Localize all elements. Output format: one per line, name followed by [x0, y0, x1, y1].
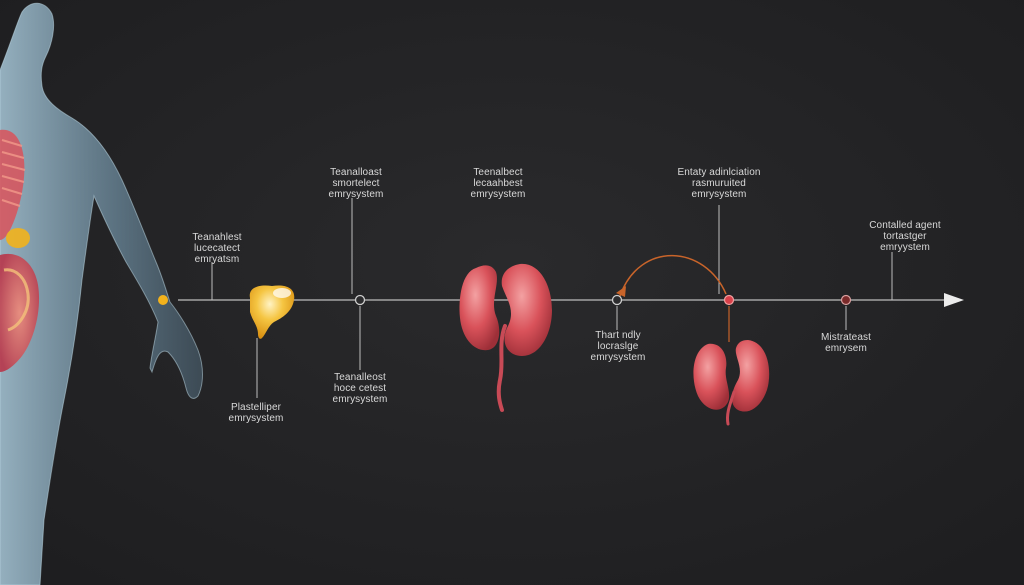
label-line: emrysystem [228, 413, 284, 424]
torso-organs [0, 129, 40, 372]
transition-arc [619, 254, 727, 297]
label-line: emrysystem [332, 394, 388, 405]
label-line: rasmuruited [692, 178, 746, 189]
kidney-pair-icon [693, 340, 770, 426]
marker-dot [611, 294, 623, 306]
label-line: Mistrateast [820, 332, 871, 343]
label-line: emrysystem [328, 189, 384, 200]
human-body-figure [0, 2, 203, 585]
label-line: smortelect [332, 178, 380, 189]
label-line: Teanahlest [192, 232, 242, 243]
label-line: tortastger [883, 231, 927, 242]
label-line: emryatsm [194, 254, 240, 265]
kidney-icon [459, 263, 552, 412]
label-line: hoce cetest [333, 383, 387, 394]
label-line: emrysystem [590, 352, 646, 363]
label-stage-4: Entaty adinlciation rasmuruited emrysyst… [664, 167, 774, 200]
label-line: locraslge [597, 341, 639, 352]
arrow-head-icon [944, 293, 964, 307]
marker-dot [354, 294, 366, 306]
marker-dot [158, 295, 168, 305]
label-line: emrysem [825, 343, 867, 354]
label-bottom-2: Teanalleost hoce cetest emrysystem [322, 372, 398, 405]
label-line: lecaahbest [473, 178, 523, 189]
label-stage-1: Teanahlest lucecatect emryatsm [182, 232, 252, 265]
label-line: Thart ndly [595, 330, 641, 341]
label-stage-2: Teanalloast smortelect emrysystem [318, 167, 394, 200]
label-stage-5: Contalled agent tortastger emryystem [852, 220, 958, 253]
label-bottom-3: Thart ndly locraslge emrysystem [580, 330, 656, 363]
marker-dot [840, 294, 852, 306]
label-line: Contalled agent [869, 220, 941, 231]
label-stage-3: Teenalbect lecaahbest emrysystem [460, 167, 536, 200]
label-line: Teenalbect [473, 167, 523, 178]
marker-dot [723, 294, 735, 306]
label-line: emrysystem [691, 189, 747, 200]
label-line: Plastelliper [230, 402, 282, 413]
label-line: Teanalleost [334, 372, 386, 383]
timeline [158, 198, 964, 398]
label-bottom-1: Plastelliper emrysystem [218, 402, 294, 424]
gallbladder-icon [249, 285, 295, 339]
label-line: emryystem [880, 242, 930, 253]
label-bottom-4: Mistrateast emrysem [808, 332, 884, 354]
label-line: Entaty adinlciation [677, 167, 761, 178]
arc-arrow-icon [616, 286, 626, 297]
label-line: lucecatect [193, 243, 241, 254]
label-line: emrysystem [470, 189, 526, 200]
label-line: Teanalloast [330, 167, 382, 178]
